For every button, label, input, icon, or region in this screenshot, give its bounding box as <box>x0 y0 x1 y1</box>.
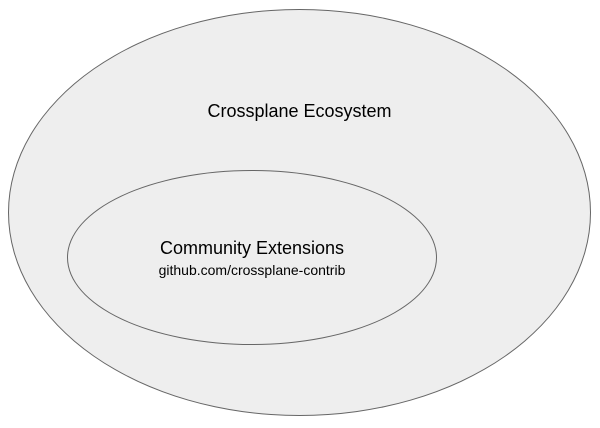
crossplane-ecosystem-label: Crossplane Ecosystem <box>207 101 392 121</box>
community-extensions-sublabel: github.com/crossplane-contrib <box>158 262 346 278</box>
community-extensions-label: Community Extensions <box>159 238 345 258</box>
community-extensions-ellipse <box>67 170 437 345</box>
